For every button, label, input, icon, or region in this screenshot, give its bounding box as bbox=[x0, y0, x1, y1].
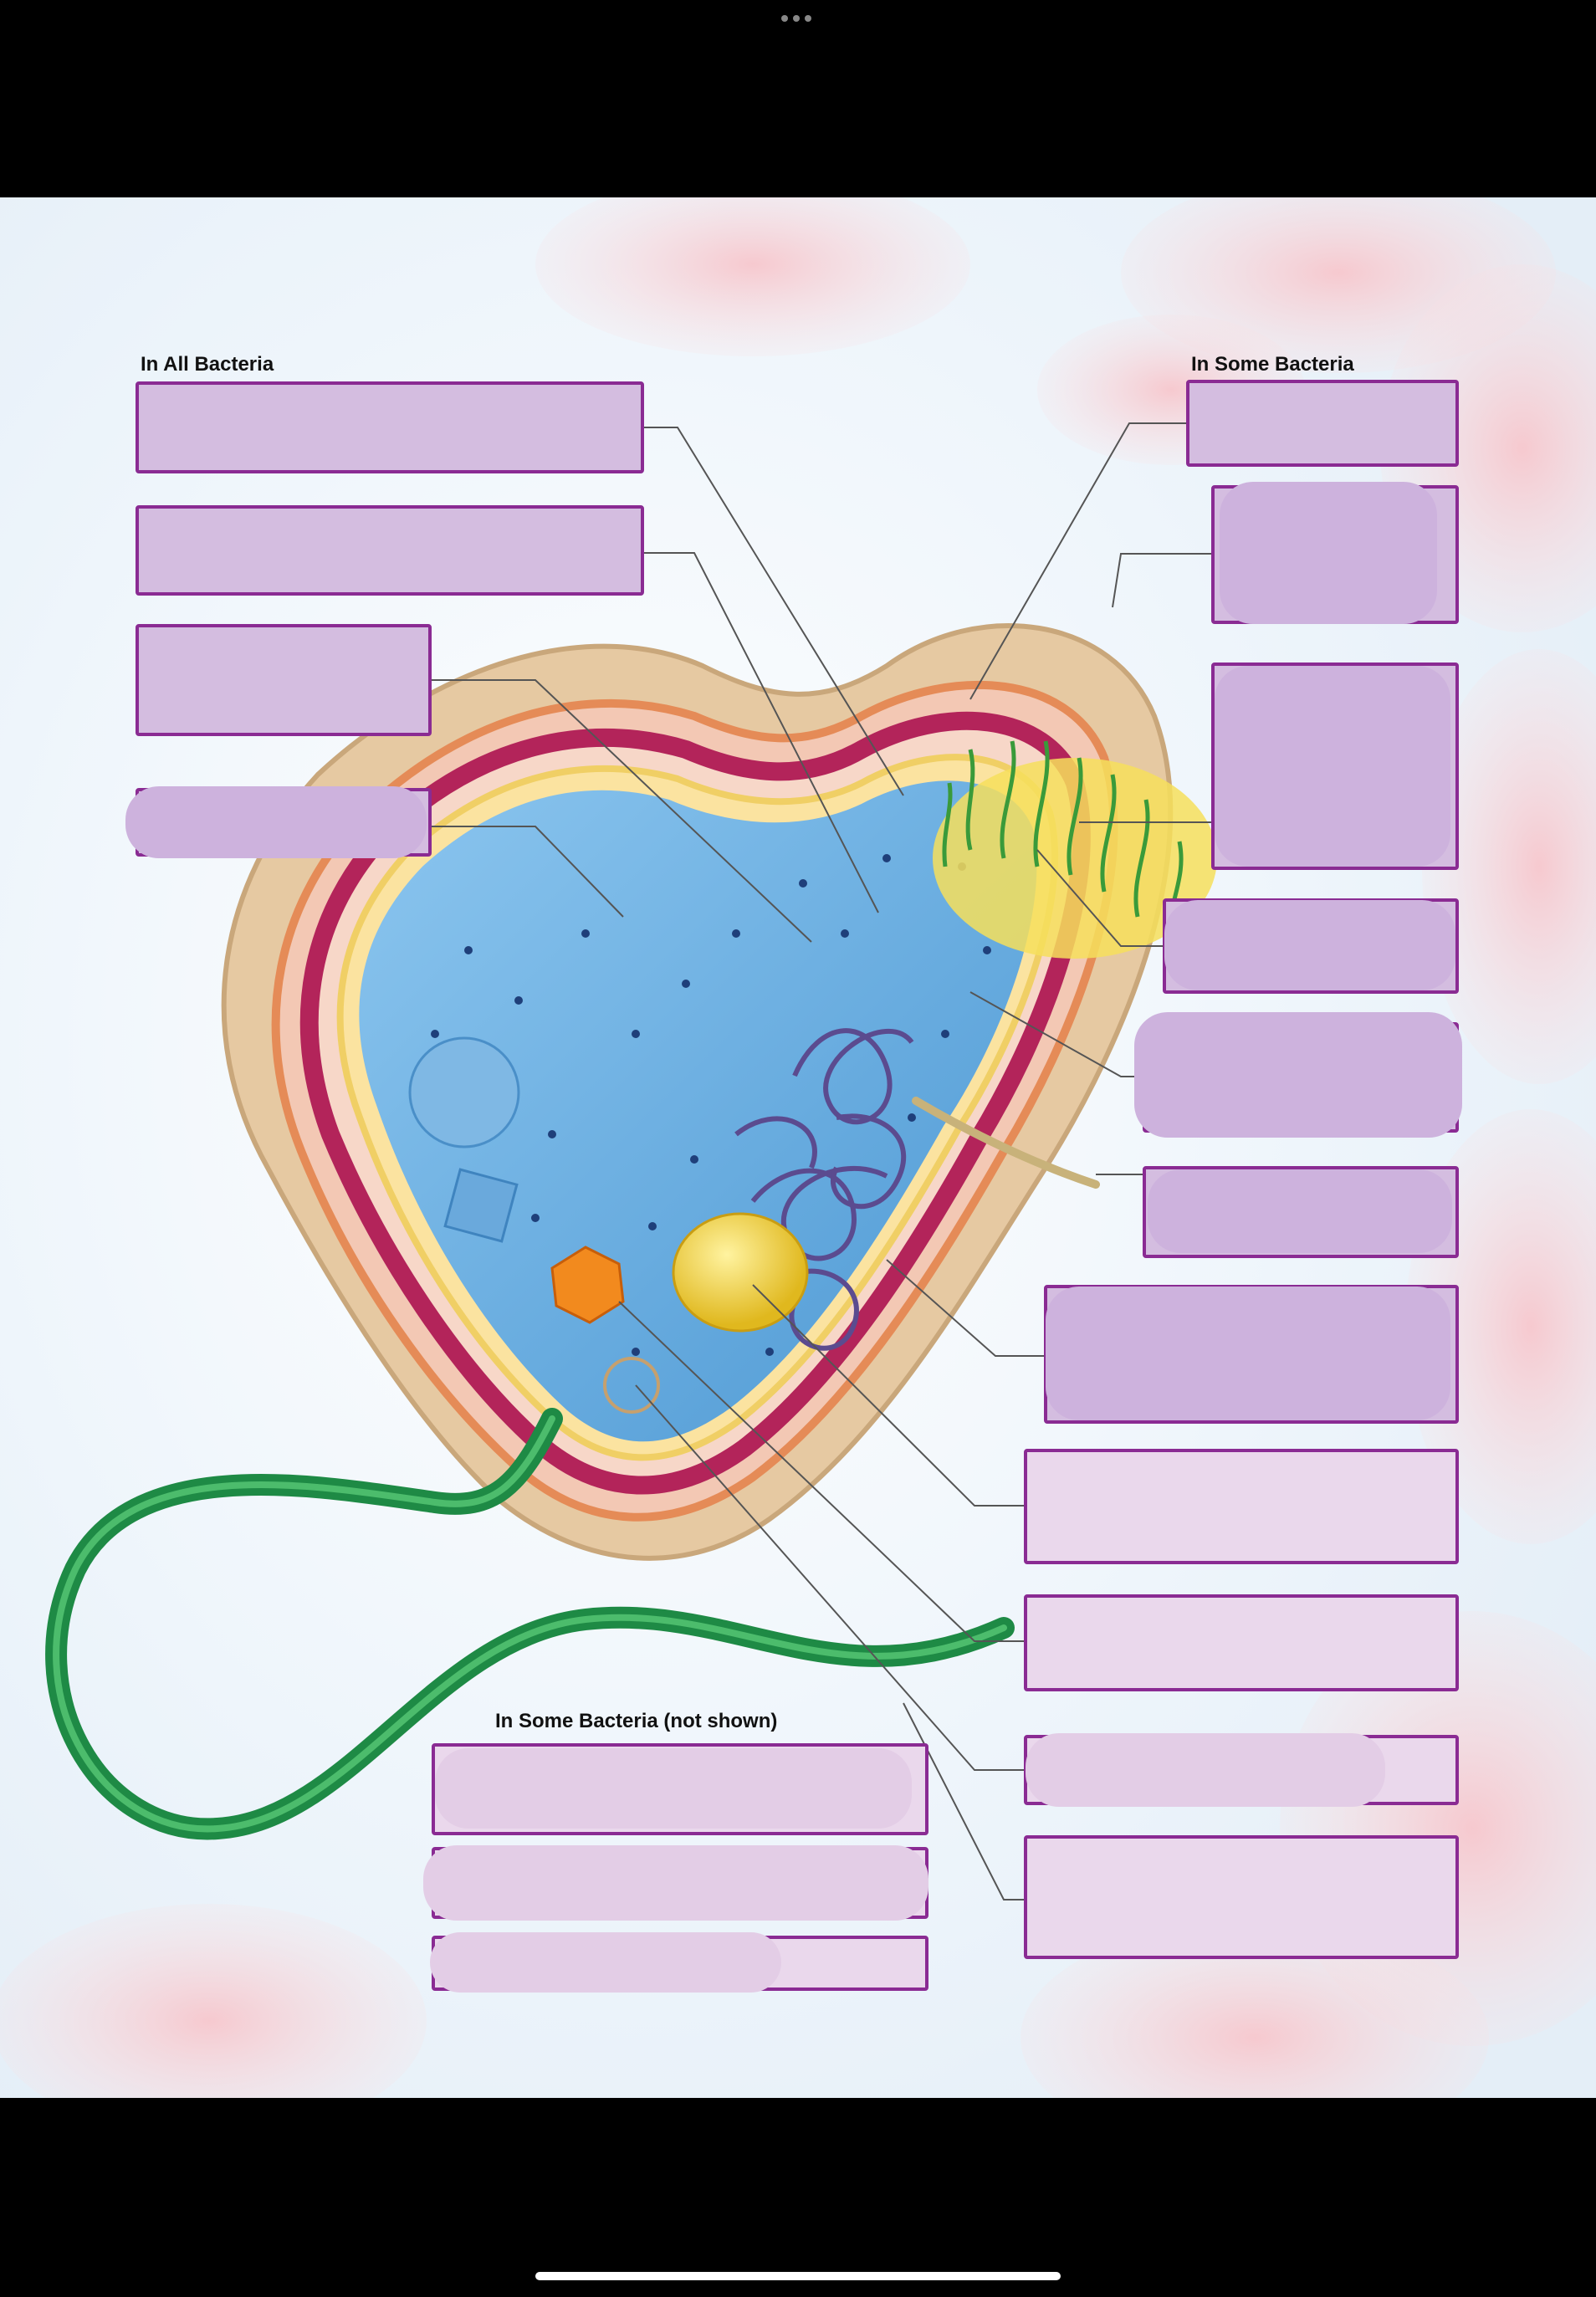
heading-in-all-bacteria: In All Bacteria bbox=[141, 353, 274, 376]
storage-granule bbox=[672, 1212, 809, 1333]
heading-not-shown: In Some Bacteria (not shown) bbox=[495, 1710, 778, 1732]
leader-lines bbox=[431, 422, 1213, 1901]
cytoplasm bbox=[359, 780, 1037, 1442]
label-box-left-3[interactable] bbox=[136, 624, 432, 736]
inclusion-sphere bbox=[408, 1036, 520, 1148]
label-box-right-8[interactable] bbox=[1024, 1449, 1459, 1564]
redaction-smudge bbox=[1134, 1012, 1462, 1138]
redaction-smudge bbox=[423, 1845, 928, 1921]
gas-vesicle-icon bbox=[550, 1246, 625, 1324]
bottom-bar bbox=[0, 2098, 1596, 2297]
more-options-icon[interactable] bbox=[781, 15, 811, 22]
redaction-smudge bbox=[1046, 1287, 1450, 1420]
top-bar bbox=[0, 0, 1596, 197]
redaction-smudge bbox=[430, 1932, 781, 1993]
plasmid bbox=[603, 1357, 660, 1414]
label-box-left-2[interactable] bbox=[136, 505, 644, 596]
label-box-right-11[interactable] bbox=[1024, 1835, 1459, 1959]
inclusion-crystal bbox=[443, 1168, 519, 1243]
redaction-smudge bbox=[1164, 900, 1455, 990]
heading-in-some-bacteria: In Some Bacteria bbox=[1191, 353, 1354, 376]
redaction-smudge bbox=[1215, 666, 1450, 867]
redaction-smudge bbox=[1148, 1169, 1452, 1253]
fimbriae bbox=[942, 740, 1184, 951]
pilus bbox=[912, 1097, 1100, 1189]
redaction-smudge bbox=[435, 1748, 912, 1829]
nucleoid bbox=[734, 1028, 914, 1351]
redaction-smudge bbox=[1026, 1733, 1385, 1807]
diagram-canvas: In All Bacteria In Some Bacteria In Some… bbox=[0, 197, 1596, 2098]
label-box-left-1[interactable] bbox=[136, 381, 644, 473]
label-box-right-9[interactable] bbox=[1024, 1594, 1459, 1691]
redaction-smudge bbox=[125, 786, 427, 858]
label-box-right-1[interactable] bbox=[1186, 380, 1459, 467]
home-indicator[interactable] bbox=[535, 2272, 1061, 2280]
redaction-smudge bbox=[1220, 482, 1437, 624]
